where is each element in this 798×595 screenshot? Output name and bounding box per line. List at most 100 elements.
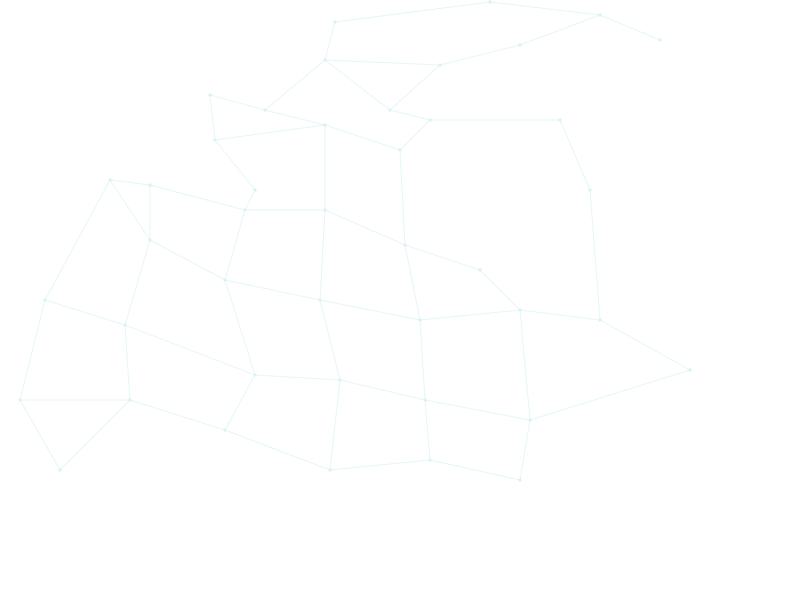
mesh-line bbox=[149, 239, 226, 281]
mesh-node bbox=[263, 108, 267, 112]
mesh-line bbox=[19, 299, 46, 401]
mesh-line bbox=[44, 299, 126, 326]
mesh-node bbox=[403, 243, 407, 247]
mesh-line bbox=[589, 189, 601, 321]
mesh-node bbox=[148, 238, 152, 242]
mesh-line bbox=[424, 399, 531, 421]
mesh-line bbox=[424, 399, 431, 461]
mesh-line bbox=[519, 419, 531, 481]
mesh-lines bbox=[19, 1, 691, 481]
mesh-line bbox=[489, 1, 601, 16]
mesh-line bbox=[404, 244, 421, 321]
mesh-line bbox=[214, 139, 256, 191]
mesh-line bbox=[324, 21, 336, 61]
mesh-line bbox=[124, 239, 151, 326]
mesh-node bbox=[418, 318, 422, 322]
mesh-line bbox=[324, 209, 406, 246]
mesh-line bbox=[529, 369, 691, 421]
mesh-line bbox=[389, 109, 431, 121]
mesh-node bbox=[213, 138, 217, 142]
mesh-node bbox=[518, 478, 522, 482]
mesh-line bbox=[519, 14, 601, 46]
mesh-node bbox=[128, 398, 132, 402]
mesh-node bbox=[18, 398, 22, 402]
mesh-line bbox=[389, 64, 441, 111]
mesh-node bbox=[428, 458, 432, 462]
mesh-node bbox=[518, 43, 522, 47]
mesh-node bbox=[423, 398, 427, 402]
mesh-line bbox=[479, 269, 521, 311]
mesh-line bbox=[224, 279, 321, 301]
mesh-node bbox=[223, 428, 227, 432]
mesh-line bbox=[399, 149, 406, 246]
mesh-line bbox=[44, 179, 111, 301]
mesh-node bbox=[253, 188, 257, 192]
mesh-line bbox=[209, 94, 216, 141]
mesh-nodes bbox=[18, 0, 692, 482]
mesh-line bbox=[109, 179, 151, 241]
mesh-line bbox=[404, 244, 481, 271]
mesh-line bbox=[264, 109, 326, 126]
mesh-node bbox=[428, 118, 432, 122]
mesh-node bbox=[318, 298, 322, 302]
mesh-node bbox=[598, 318, 602, 322]
mesh-line bbox=[224, 279, 256, 376]
mesh-line bbox=[329, 459, 431, 471]
mesh-line bbox=[334, 1, 491, 23]
mesh-node bbox=[108, 178, 112, 182]
mesh-node bbox=[253, 373, 257, 377]
mesh-line bbox=[419, 309, 521, 321]
mesh-node bbox=[688, 368, 692, 372]
mesh-line bbox=[319, 299, 421, 321]
mesh-line bbox=[319, 209, 326, 301]
mesh-line bbox=[439, 44, 521, 66]
mesh-line bbox=[429, 459, 521, 481]
mesh-line bbox=[319, 299, 341, 381]
mesh-node bbox=[558, 118, 562, 122]
mesh-line bbox=[244, 189, 256, 211]
mesh-node bbox=[123, 323, 127, 327]
mesh-line bbox=[109, 179, 151, 186]
mesh-node bbox=[528, 418, 532, 422]
mesh-line bbox=[264, 59, 326, 111]
mesh-line bbox=[19, 399, 61, 471]
mesh-node bbox=[338, 378, 342, 382]
mesh-node bbox=[398, 148, 402, 152]
mesh-line bbox=[124, 324, 131, 401]
mesh-line bbox=[124, 324, 256, 376]
mesh-node bbox=[658, 38, 662, 42]
mesh-node bbox=[148, 183, 152, 187]
mesh-node bbox=[208, 93, 212, 97]
mesh-line bbox=[129, 399, 226, 431]
mesh-node bbox=[58, 468, 62, 472]
mesh-line bbox=[599, 14, 661, 41]
mesh-line bbox=[324, 59, 391, 111]
mesh-line bbox=[419, 319, 426, 401]
mesh-node bbox=[43, 298, 47, 302]
mesh-line bbox=[329, 379, 341, 471]
mesh-line bbox=[324, 59, 441, 66]
mesh-node bbox=[323, 123, 327, 127]
mesh-node bbox=[323, 58, 327, 62]
mesh-node bbox=[438, 63, 442, 67]
mesh-line bbox=[224, 374, 256, 431]
mesh-line bbox=[599, 319, 691, 371]
mesh-line bbox=[149, 184, 246, 211]
mesh-line bbox=[209, 94, 266, 111]
mesh-line bbox=[224, 429, 331, 471]
mesh-line bbox=[519, 309, 531, 421]
mesh-line bbox=[399, 119, 431, 151]
mesh-line bbox=[224, 209, 246, 281]
mesh-line bbox=[324, 124, 401, 151]
mesh-line bbox=[339, 379, 426, 401]
mesh-node bbox=[333, 20, 337, 24]
mesh-node bbox=[588, 188, 592, 192]
mesh-line bbox=[254, 374, 341, 381]
mesh-node bbox=[223, 278, 227, 282]
mesh-node bbox=[518, 308, 522, 312]
mesh-node bbox=[388, 108, 392, 112]
mesh-node bbox=[323, 208, 327, 212]
mesh-line bbox=[59, 399, 131, 471]
